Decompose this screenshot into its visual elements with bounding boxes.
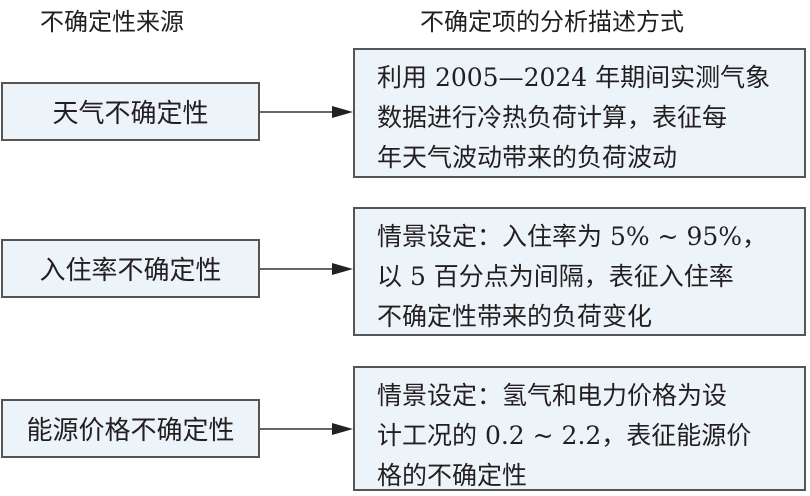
method-box-energy-price: 情景设定：氢气和电力价格为设 计工况的 0.2 ~ 2.2，表征能源价 格的不确… bbox=[353, 366, 806, 491]
method-box-weather: 利用 2005—2024 年期间实测气象 数据进行冷热负荷计算，表征每 年天气波… bbox=[353, 48, 806, 178]
header-source: 不确定性来源 bbox=[40, 8, 184, 36]
method-line: 情景设定：入住率为 5% ~ 95%， bbox=[377, 222, 768, 251]
method-line: 计工况的 0.2 ~ 2.2，表征能源价 bbox=[377, 421, 752, 450]
arrow-icon bbox=[260, 106, 353, 118]
arrow-icon bbox=[260, 423, 353, 435]
method-line: 格的不确定性 bbox=[377, 461, 528, 490]
source-box-energy-price: 能源价格不确定性 bbox=[1, 399, 260, 458]
source-box-occupancy: 入住率不确定性 bbox=[1, 239, 260, 298]
method-line: 数据进行冷热负荷计算，表征每 bbox=[377, 103, 728, 132]
method-line: 利用 2005—2024 年期间实测气象 bbox=[377, 63, 771, 92]
source-box-weather: 天气不确定性 bbox=[1, 82, 260, 141]
arrow-icon bbox=[260, 263, 353, 275]
header-method: 不确定项的分析描述方式 bbox=[420, 8, 684, 36]
method-line: 年天气波动带来的负荷波动 bbox=[377, 143, 678, 172]
method-box-occupancy: 情景设定：入住率为 5% ~ 95%， 以 5 百分点为间隔，表征入住率 不确定… bbox=[353, 207, 806, 336]
method-line: 不确定性带来的负荷变化 bbox=[377, 302, 653, 331]
method-line: 情景设定：氢气和电力价格为设 bbox=[377, 381, 728, 410]
method-line: 以 5 百分点为间隔，表征入住率 bbox=[377, 262, 734, 291]
